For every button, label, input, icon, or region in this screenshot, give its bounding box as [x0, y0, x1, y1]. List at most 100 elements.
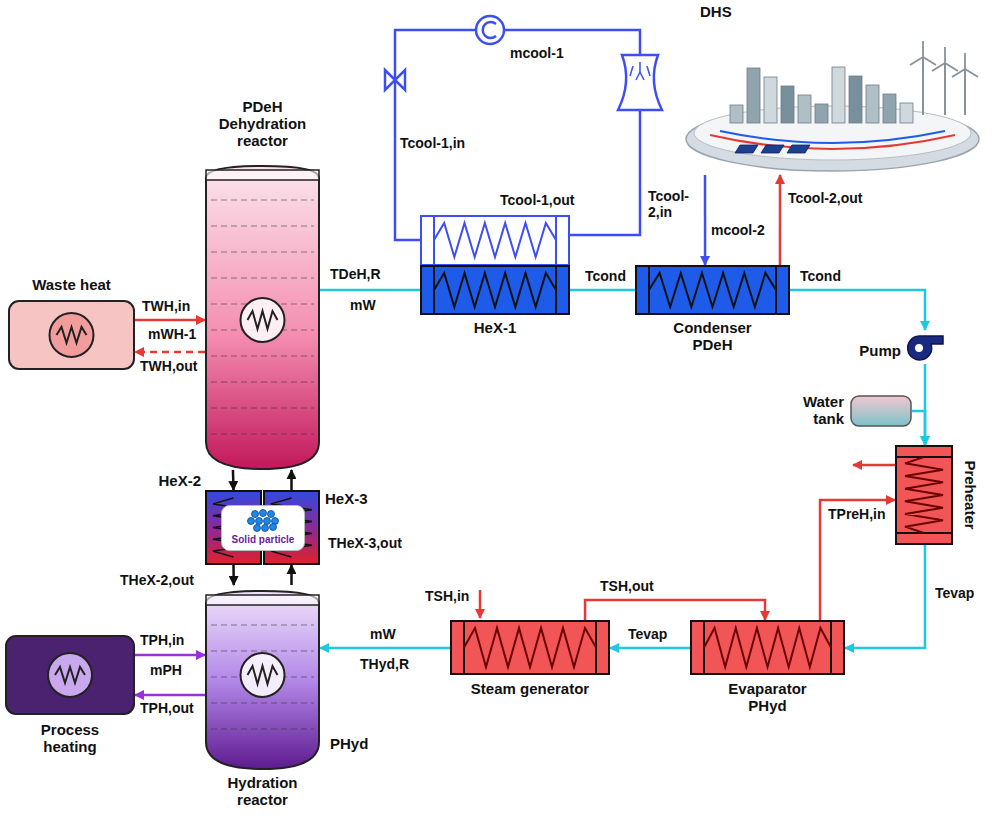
node-label: DHS — [700, 3, 760, 20]
solid-particle-box: Solid particle — [221, 505, 305, 551]
node-label: PDeH Dehydration reactor — [205, 98, 320, 149]
flow-connector — [290, 470, 293, 490]
building — [900, 103, 913, 123]
variable-label: mcool-1 — [510, 45, 564, 61]
node-shape — [850, 395, 912, 427]
node-label: Pump — [853, 342, 901, 359]
heat-exchanger-icon — [48, 653, 92, 697]
node-shape — [8, 300, 135, 370]
pump-symbol — [908, 336, 943, 360]
solar-panel — [761, 145, 784, 153]
wind-turbine — [944, 63, 946, 115]
node-label: Condenser PDeH — [665, 319, 760, 353]
flow-connector — [320, 647, 450, 650]
wind-turbine — [922, 57, 924, 115]
variable-label: mW — [370, 626, 396, 642]
wind-turbine — [952, 53, 978, 77]
node-shape — [635, 265, 790, 315]
building — [866, 85, 879, 123]
reactor-flange — [206, 595, 319, 605]
exchanger-cap — [896, 457, 952, 533]
dehydration-reactor: PDeH Dehydration reactor — [205, 160, 320, 470]
node-label: Process heating — [30, 721, 110, 755]
reactor-coil — [241, 653, 285, 697]
variable-label: TSH,out — [600, 578, 654, 594]
particle-icon — [256, 518, 263, 525]
building — [832, 67, 845, 123]
node-label: HeX-2 — [143, 472, 201, 489]
variable-label: mPH — [150, 662, 182, 678]
cooling-line — [395, 30, 476, 240]
heating-pipe — [720, 131, 945, 143]
flow-connector — [570, 289, 635, 292]
variable-label: THyd,R — [360, 656, 409, 672]
exchanger-coil — [905, 457, 943, 533]
exchanger-cap — [434, 266, 556, 314]
cooling-tower — [618, 55, 662, 110]
node-shape — [205, 585, 320, 770]
particle-icon — [262, 525, 269, 532]
heat-exchanger-icon — [57, 327, 87, 343]
preheater-body — [896, 446, 952, 544]
particle-box — [222, 506, 305, 551]
reactor-layer — [211, 408, 314, 409]
node-label: Evaparator PHyd — [715, 680, 820, 714]
flow-connector — [135, 694, 205, 697]
preheater: Preheater — [895, 445, 953, 545]
node-shape — [450, 620, 610, 675]
node-label: HeX-3 — [325, 490, 380, 507]
exchanger-cap — [649, 266, 776, 314]
flow-connector — [790, 290, 925, 330]
wind-turbine — [932, 47, 958, 71]
reactor-layer — [211, 382, 314, 383]
valve-symbol — [385, 70, 405, 90]
node-label: Hydration reactor — [205, 774, 320, 808]
node-shape — [205, 160, 320, 470]
flow-connector — [610, 647, 690, 650]
variable-label: Tcool-1,in — [400, 135, 465, 151]
building — [730, 105, 743, 123]
variable-label: TDeH,R — [330, 266, 381, 282]
steam-generator: Steam generator — [450, 620, 610, 675]
node-label: HeX-1 — [420, 319, 570, 336]
reactor-layer — [211, 703, 314, 704]
evaporator: Evaparator PHyd — [690, 620, 845, 675]
variable-label: Tcond — [800, 268, 841, 284]
node-label: PHyd — [330, 735, 380, 752]
reactor-layer — [211, 200, 314, 201]
node-shape — [895, 445, 953, 545]
reactor-layer — [211, 226, 314, 227]
node-label: Solid particle — [221, 534, 305, 546]
node-shape — [5, 635, 135, 715]
exchanger-body — [451, 621, 609, 674]
cooling-tower-spray — [630, 62, 650, 80]
reactor-layer — [211, 651, 314, 652]
reactor-flange — [206, 170, 319, 180]
flow-connector — [845, 545, 925, 648]
tank-body — [851, 396, 911, 426]
waste-heat-box: Waste heat — [8, 300, 135, 370]
solar-panel — [735, 145, 758, 153]
flow-connector — [704, 175, 707, 265]
pump-symbol — [915, 344, 923, 352]
variable-label: Tcond — [585, 268, 626, 284]
pump-symbol: Pump — [905, 330, 945, 364]
flow-connector — [232, 565, 235, 585]
flow-connector — [290, 565, 293, 585]
flow-connector — [320, 289, 420, 292]
node-shape — [690, 620, 845, 675]
building — [883, 94, 896, 123]
particle-icon — [264, 518, 271, 525]
variable-label: Tcool-1,out — [500, 192, 574, 208]
flow-connector — [135, 351, 205, 354]
node-label: Water tank — [782, 393, 844, 427]
exchanger-body — [421, 216, 569, 265]
variable-label: TPH,in — [140, 632, 184, 648]
variable-label: TWH,out — [140, 358, 198, 374]
particle-icon — [254, 525, 261, 532]
exchanger-coil — [434, 223, 556, 257]
heat-exchanger-icon — [50, 313, 94, 357]
particle-icon — [248, 518, 255, 525]
variable-label: TPreH,in — [828, 506, 886, 522]
